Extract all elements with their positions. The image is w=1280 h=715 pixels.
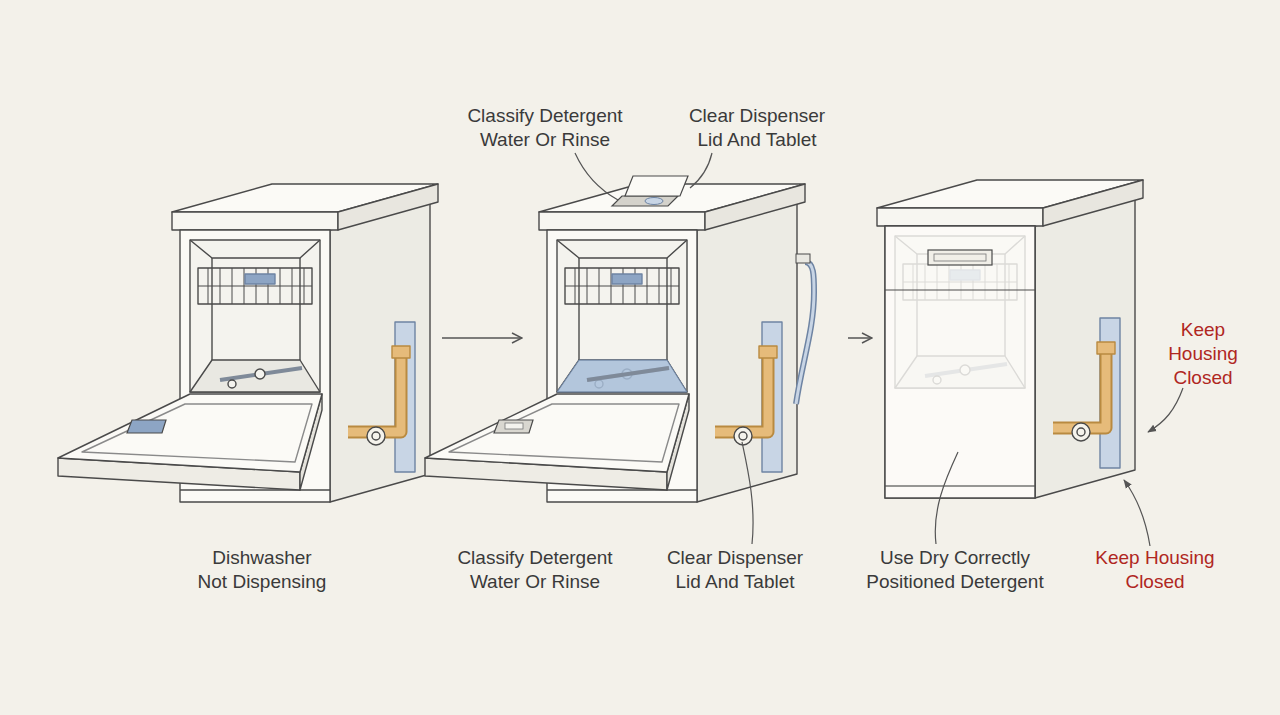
leader-arrow <box>1148 388 1183 432</box>
water-hose <box>796 262 814 404</box>
step-panel: Dishwasher Not Dispensing <box>50 160 442 600</box>
door-handle <box>934 254 986 261</box>
flow-arrow <box>442 337 522 339</box>
step-panel: Use Dry Correctly Positioned Detergent <box>872 160 1162 600</box>
water-hose <box>796 262 814 404</box>
leader-line <box>742 442 753 544</box>
step-caption: Classify Detergent Water Or Rinse <box>445 546 625 594</box>
dishwasher-open <box>58 184 438 502</box>
dispenser-tray <box>612 196 678 206</box>
flow-arrow <box>848 337 872 339</box>
door-panel-line <box>885 289 1035 290</box>
tub-water <box>557 360 687 392</box>
leader-line <box>935 452 958 544</box>
open-door <box>425 394 689 490</box>
callout-label: Classify Detergent Water Or Rinse <box>455 104 635 152</box>
leader-line <box>575 153 618 200</box>
door-dispenser <box>127 420 166 433</box>
dishwasher-inspect <box>425 176 814 502</box>
step-caption: Clear Dispenser Lid And Tablet <box>655 546 815 594</box>
step-panel: Classify Detergent Water Or RinseClear D… <box>522 160 848 600</box>
plinth-line <box>885 485 1035 486</box>
dishwasher-cabinet <box>877 180 1143 498</box>
open-door <box>58 394 322 490</box>
dispenser-lid <box>625 176 688 196</box>
leader-arrow <box>1124 480 1150 546</box>
leader-lines <box>575 153 1183 546</box>
step-caption: Use Dry Correctly Positioned Detergent <box>855 546 1055 594</box>
warning-label: Keep Housing Closed <box>1085 546 1225 594</box>
detergent-tablet <box>645 198 663 205</box>
callout-label: Clear Dispenser Lid And Tablet <box>677 104 837 152</box>
dispenser-cup <box>505 423 523 429</box>
leader-line <box>690 153 712 188</box>
faucet <box>796 254 810 263</box>
door-handle <box>928 250 992 265</box>
warning-label: Keep Housing Closed <box>1161 318 1245 390</box>
door-dispenser <box>494 420 533 433</box>
closed-door <box>885 226 1035 498</box>
dishwasher-closed <box>877 180 1143 498</box>
spray-arm <box>587 368 669 380</box>
step-caption: Dishwasher Not Dispensing <box>196 546 328 594</box>
